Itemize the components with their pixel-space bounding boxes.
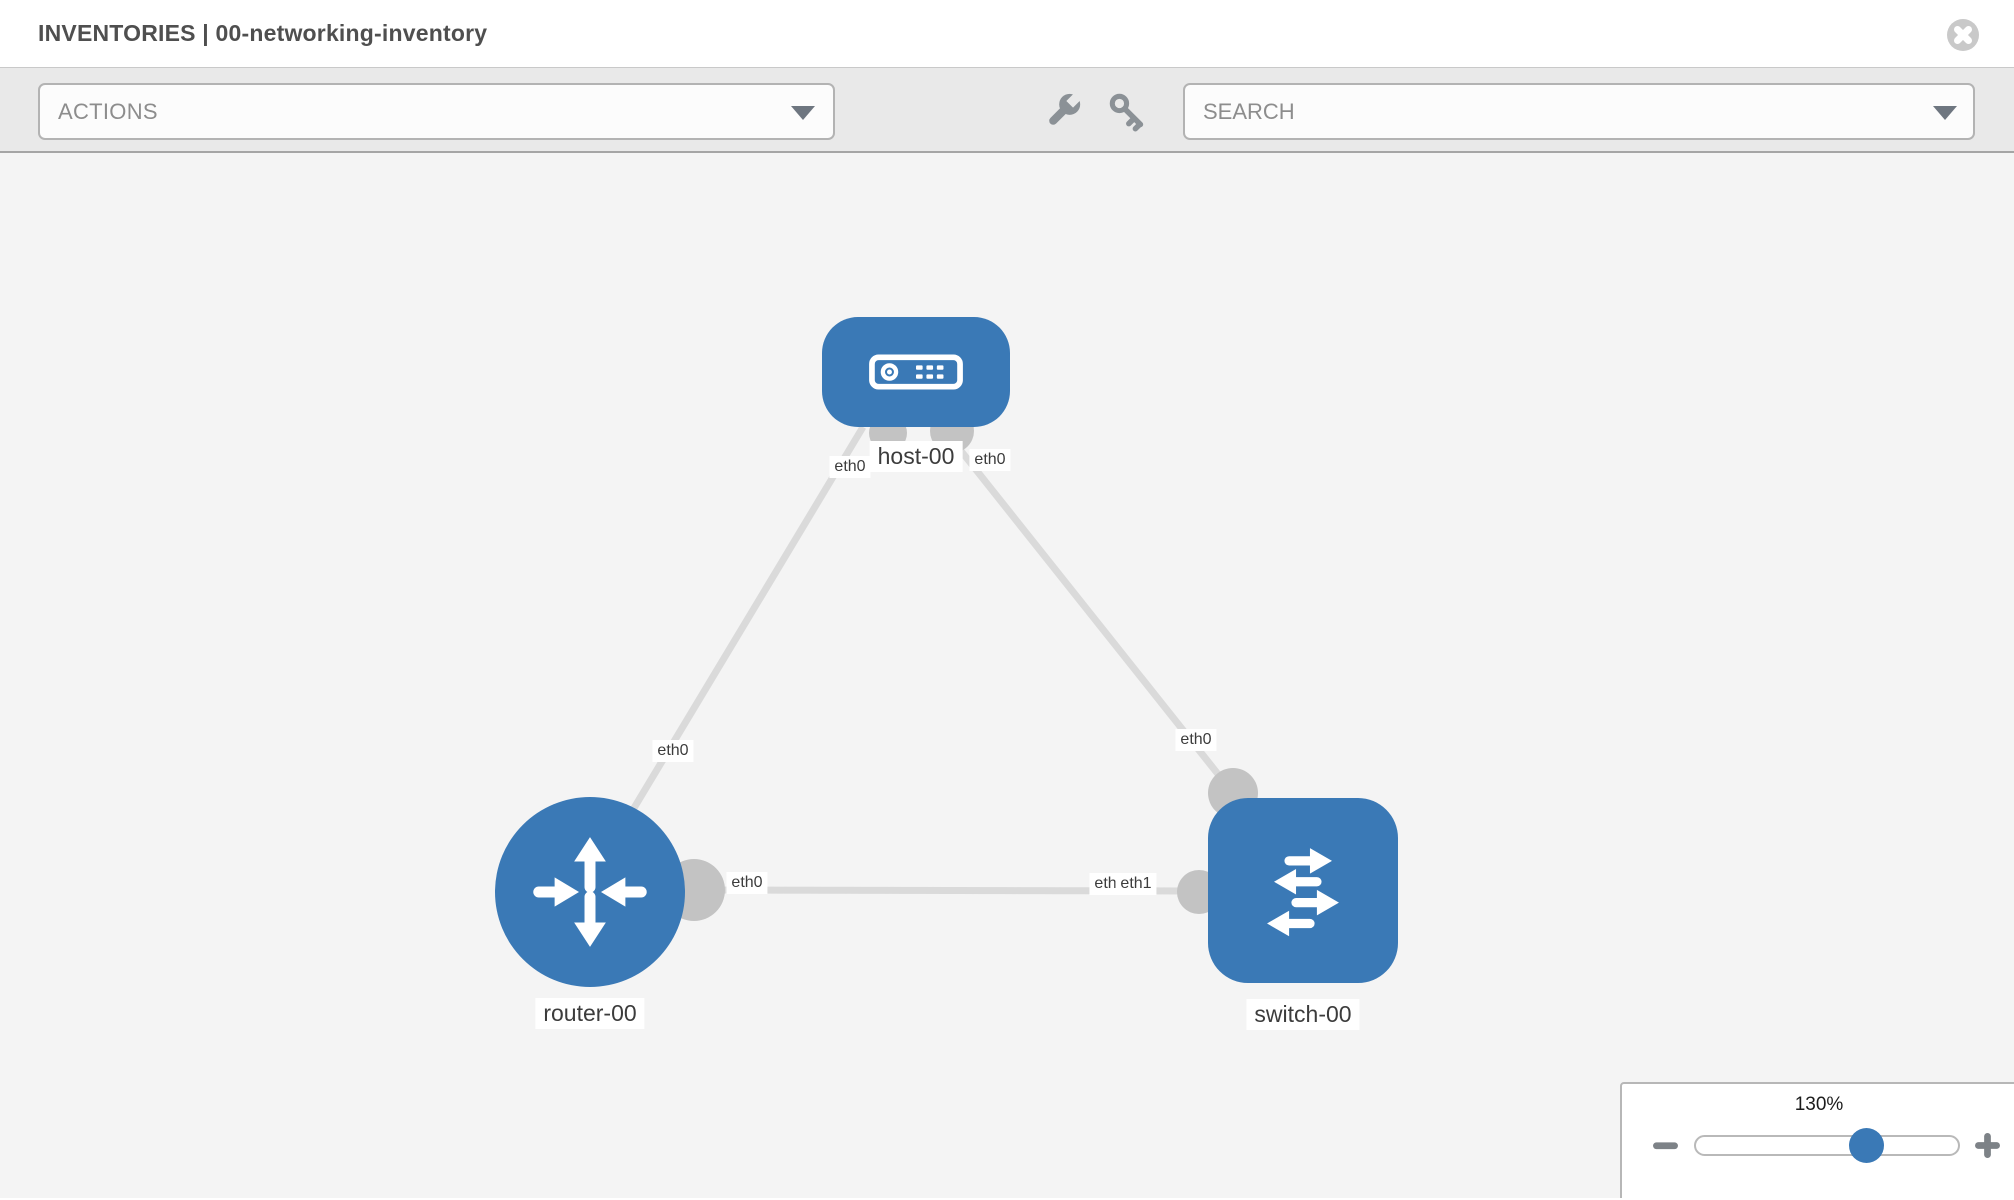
page-title: INVENTORIES | 00-networking-inventory	[38, 20, 488, 46]
interface-label: eth0	[1175, 729, 1217, 751]
actions-dropdown-label: ACTIONS	[58, 99, 158, 124]
node-router-00[interactable]	[495, 797, 685, 987]
switch-icon	[1267, 847, 1339, 936]
wrench-icon	[1049, 91, 1083, 125]
interface-label: eth1	[1115, 873, 1157, 895]
minus-icon	[1653, 1142, 1678, 1150]
chevron-down-icon	[1933, 106, 1957, 120]
zoom-slider[interactable]	[1694, 1128, 1960, 1163]
key-icon	[1109, 93, 1144, 132]
node-switch-00[interactable]	[1208, 798, 1398, 983]
search-input[interactable]	[1185, 85, 1973, 138]
close-button[interactable]	[1947, 19, 1979, 51]
search-dropdown	[1183, 83, 1975, 140]
plus-icon	[1975, 1133, 2000, 1158]
zoom-in-button[interactable]	[1974, 1132, 2001, 1164]
interface-label: eth0	[829, 456, 871, 478]
header-bar: INVENTORIES | 00-networking-inventory	[0, 0, 2014, 68]
interface-label: eth0	[652, 740, 694, 762]
close-icon	[1947, 19, 1979, 51]
chevron-down-icon	[791, 106, 815, 120]
zoom-value: 130%	[1794, 1094, 1844, 1115]
actions-dropdown[interactable]: ACTIONS	[38, 83, 835, 140]
zoom-out-button[interactable]	[1652, 1132, 1679, 1164]
credentials-button[interactable]	[1106, 90, 1150, 139]
zoom-slider-handle[interactable]	[1849, 1128, 1884, 1163]
node-label-router: router-00	[535, 998, 645, 1029]
zoom-panel: 130%	[1620, 1082, 2014, 1198]
configure-button[interactable]	[1042, 90, 1084, 137]
node-label-switch: switch-00	[1246, 999, 1360, 1030]
node-label-host: host-00	[869, 441, 963, 472]
toolbar: ACTIONS	[0, 68, 2014, 153]
node-host-00[interactable]	[822, 317, 1010, 427]
host-icon	[869, 354, 963, 390]
links-layer	[631, 409, 1258, 921]
interface-label: eth0	[726, 872, 768, 894]
interface-label: eth0	[969, 449, 1011, 471]
router-icon	[533, 837, 647, 947]
topology-canvas[interactable]: host-00 router-00 switch-00 eth0 eth0 et…	[0, 153, 2014, 1198]
